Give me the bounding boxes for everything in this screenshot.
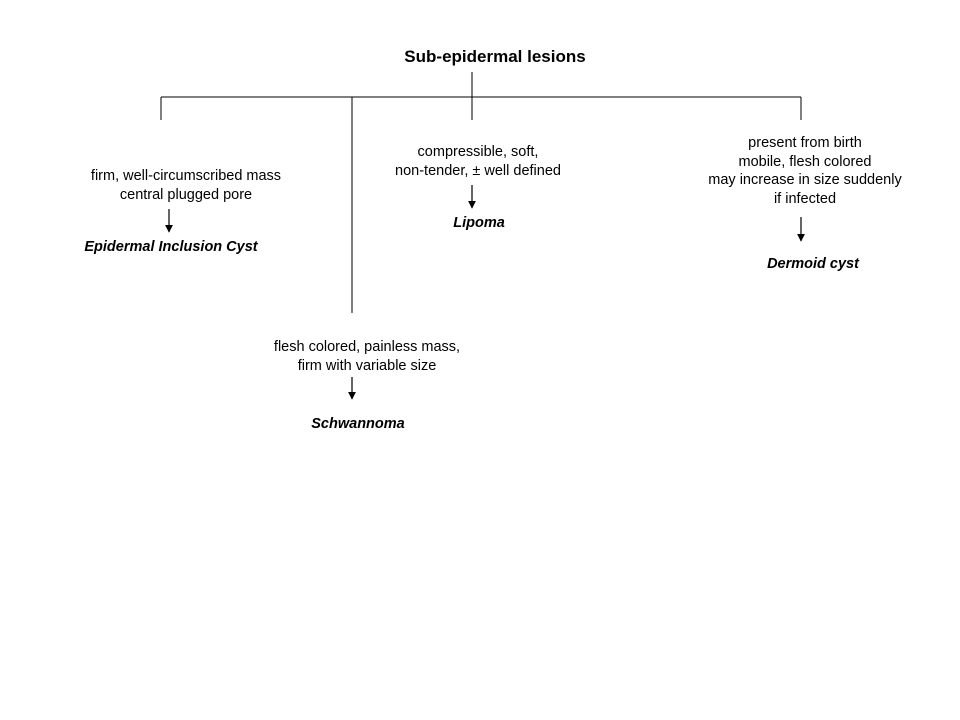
description-line: compressible, soft, [417,144,539,160]
description-lipoma: compressible, soft, non-tender, ± well d… [395,143,561,180]
description-line: flesh colored, painless mass, [273,339,461,355]
description-line: firm, well-circumscribed mass [90,168,282,184]
description-line: may increase in size suddenly [708,172,902,188]
description-line: firm with variable size [297,357,437,374]
diagnosis-lipoma: Lipoma [453,215,505,231]
diagnosis-dermoid-cyst: Dermoid cyst [767,256,859,272]
description-line: mobile, flesh colored [738,153,872,170]
description-line: non-tender, ± well defined [395,162,561,179]
description-line: central plugged pore [119,186,253,203]
diagram-title: Sub-epidermal lesions [404,47,586,66]
description-schwannoma: flesh colored, painless mass, firm with … [274,338,460,375]
description-line: present from birth [748,135,862,151]
description-epidermal-inclusion-cyst: firm, well-circumscribed mass central pl… [91,167,281,204]
description-dermoid-cyst: present from birth mobile, flesh colored… [708,134,901,208]
diagnosis-epidermal-inclusion-cyst: Epidermal Inclusion Cyst [84,239,258,255]
description-line: if infected [773,190,837,207]
diagnosis-schwannoma: Schwannoma [311,416,405,432]
